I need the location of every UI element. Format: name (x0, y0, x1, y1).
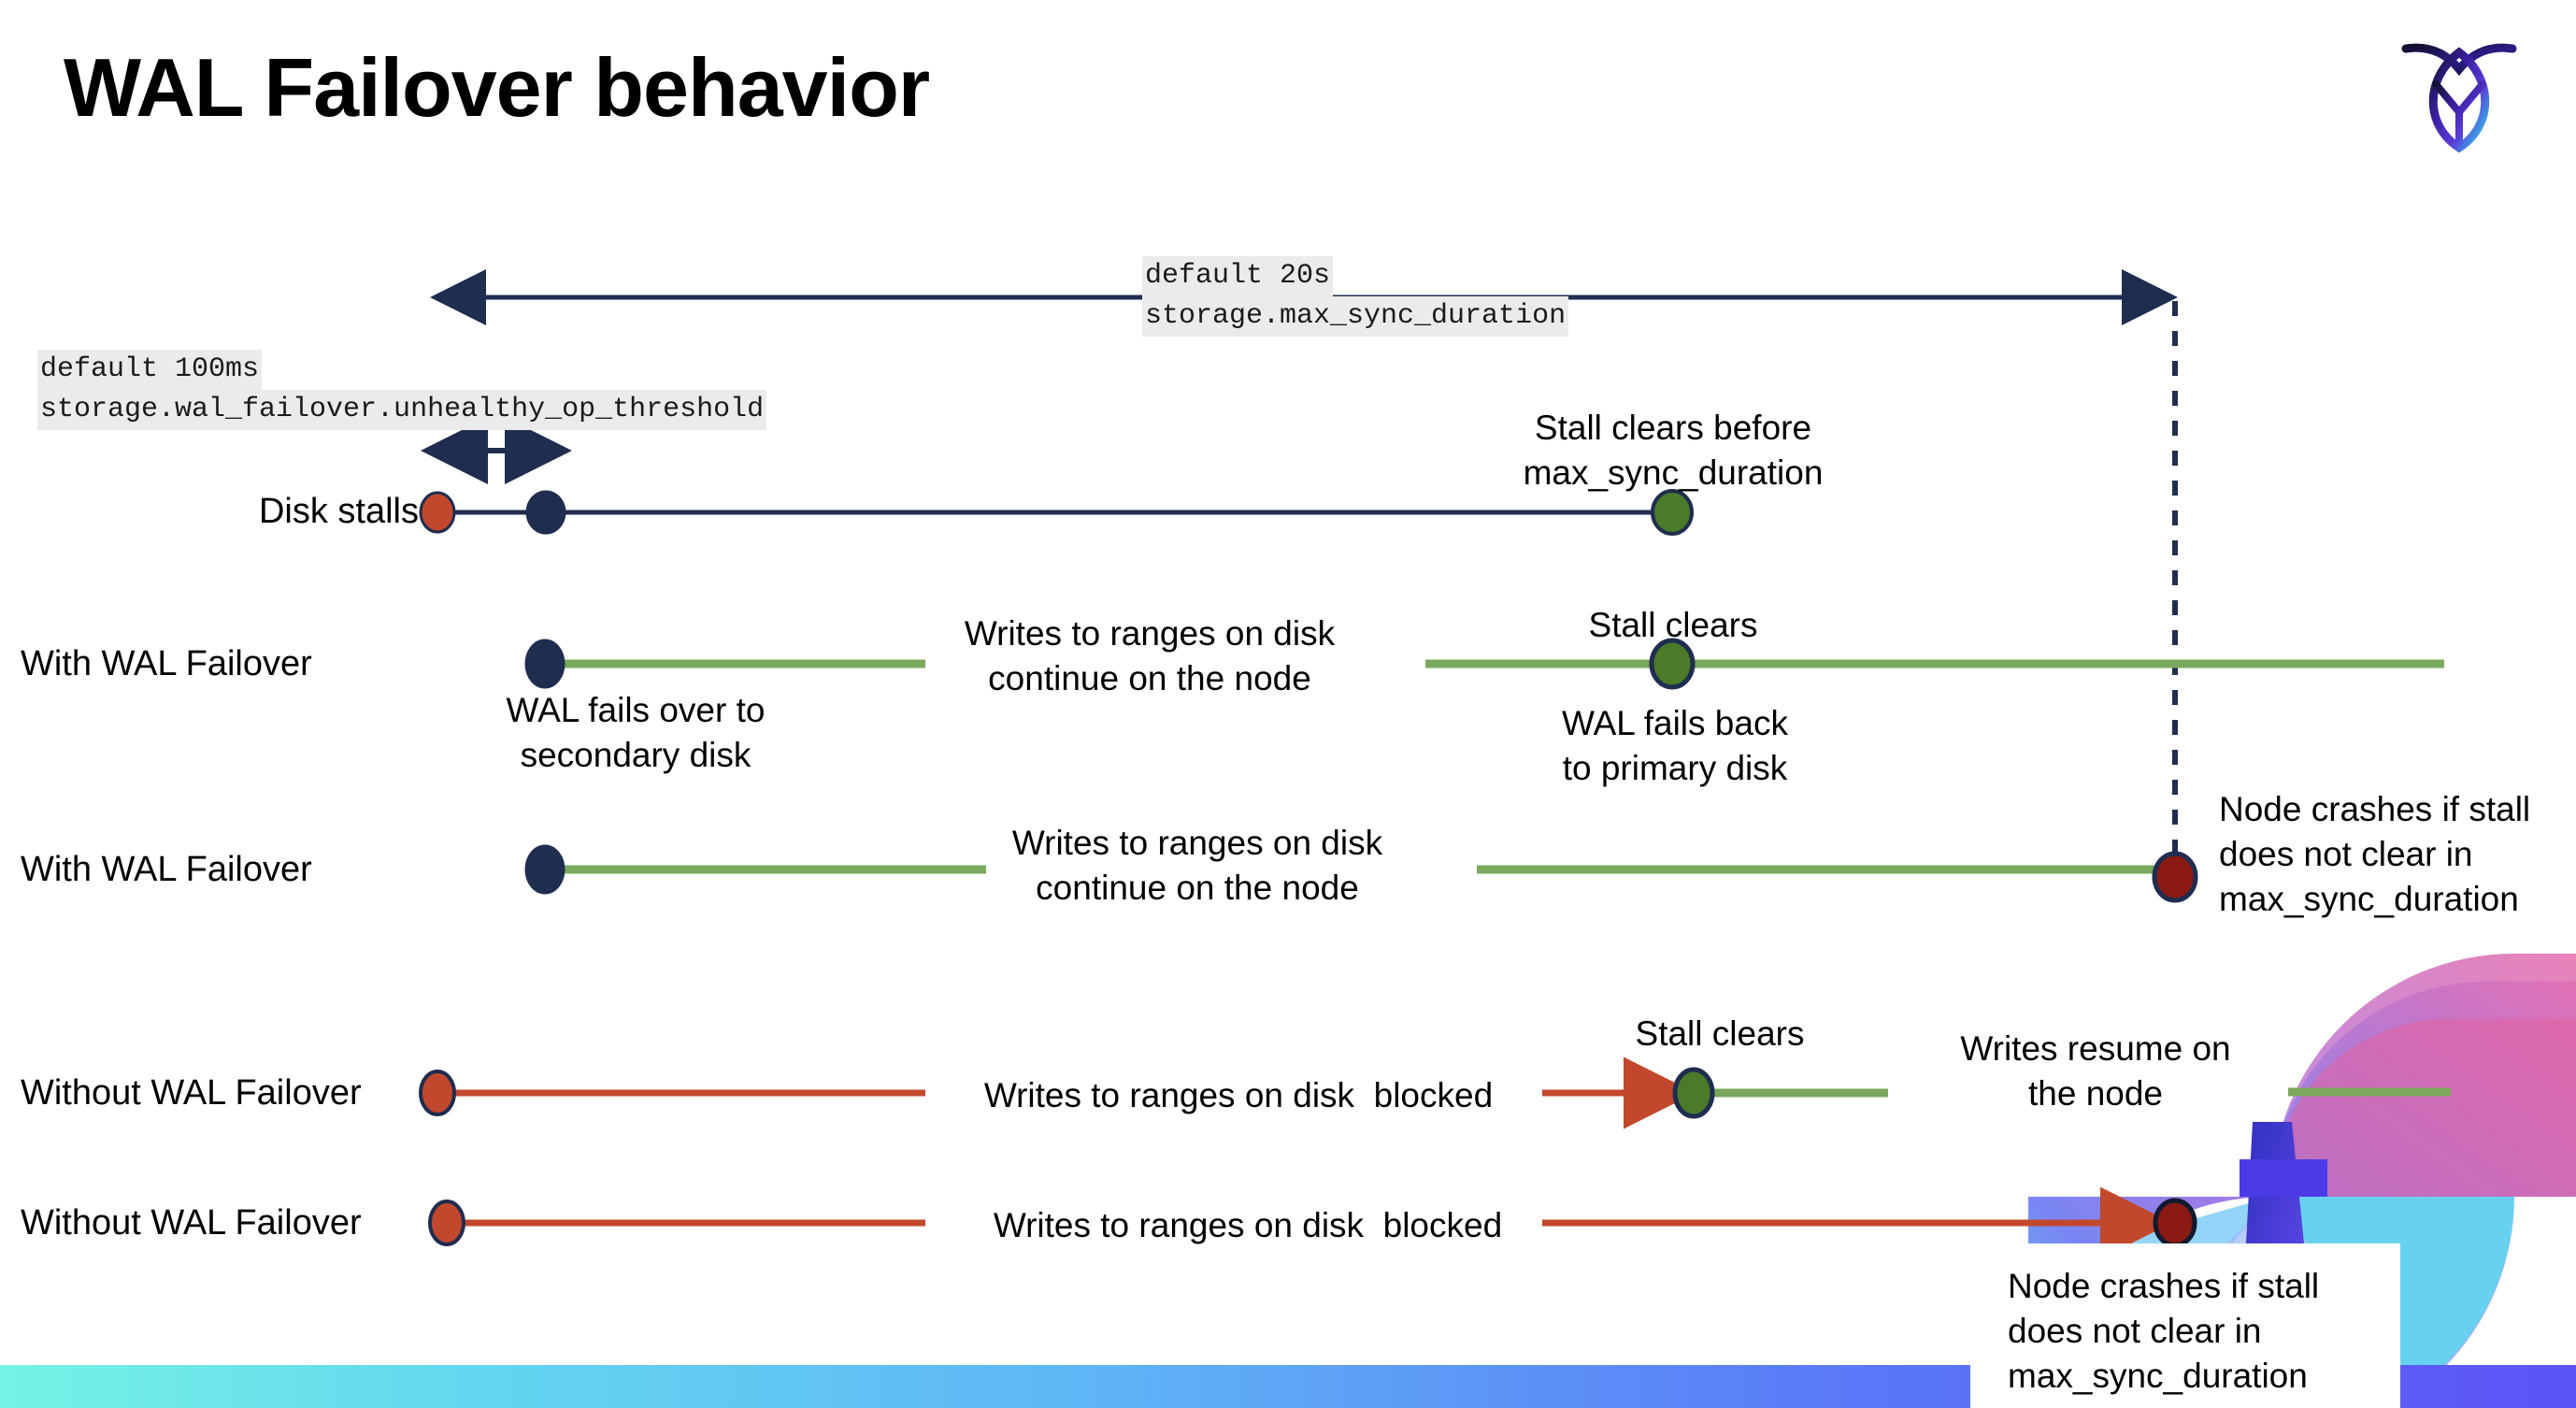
annotation-stall-clears-row4: Stall clears (1635, 1014, 1805, 1053)
green-dot-marker (1651, 489, 1694, 536)
row-label-disk-stalls: Disk stalls (258, 492, 419, 531)
cockroachdb-logo-icon (2389, 26, 2529, 157)
annotation-writes-continue-row3: Writes to ranges on disk continue on the… (1011, 824, 1383, 907)
annotation-node-crashes-row5: Node crashes if stall does not clear in … (2008, 1267, 2320, 1395)
navy-dot-marker (525, 490, 566, 535)
dark-red-dot-marker (2153, 1198, 2197, 1248)
annotation-writes-resume: Writes resume on the node (1960, 1029, 2231, 1113)
green-dot-marker (1649, 638, 1696, 690)
annotation-node-crashes-row3: Node crashes if stall does not clear in … (2219, 790, 2531, 918)
green-dot-marker (1672, 1067, 1715, 1119)
row-label-with-wal-failover-recovers: With WAL Failover (21, 644, 312, 683)
row-label-without-wal-failover-recovers: Without WAL Failover (21, 1073, 362, 1113)
row-label-without-wal-failover-crashes: Without WAL Failover (21, 1203, 362, 1243)
page-title: WAL Failover behavior (64, 41, 930, 134)
orange-dot-marker (419, 491, 456, 534)
annotation-wal-fails-over: WAL fails over to secondary disk (506, 691, 766, 774)
unhealthy-op-threshold-name-chip: storage.wal_failover.unhealthy_op_thresh… (37, 390, 767, 430)
annotation-writes-continue-row2: Writes to ranges on disk continue on the… (964, 614, 1336, 697)
navy-dot-marker (524, 844, 565, 895)
orange-dot-marker (428, 1200, 465, 1246)
max-sync-duration-name-chip: storage.max_sync_duration (1142, 296, 1569, 337)
max-sync-duration-default-chip: default 20s (1142, 256, 1334, 296)
annotation-wal-fails-back: WAL fails back to primary disk (1562, 704, 1788, 787)
unhealthy-op-threshold-default-chip: default 100ms (37, 350, 263, 390)
annotation-stall-clears-row2: Stall clears (1588, 606, 1758, 644)
dark-red-dot-marker (2152, 851, 2198, 903)
annotation-writes-blocked-row5: Writes to ranges on disk blocked (993, 1206, 1503, 1244)
orange-dot-marker (419, 1070, 456, 1116)
navy-dot-marker (524, 639, 565, 689)
row-label-with-wal-failover-crashes: With WAL Failover (21, 850, 312, 889)
annotation-stall-clears-before-max-sync: Stall clears before max_sync_duration (1523, 409, 1824, 492)
annotation-writes-blocked-row4: Writes to ranges on disk blocked (983, 1076, 1494, 1114)
bottom-note-card (1970, 1243, 2400, 1408)
